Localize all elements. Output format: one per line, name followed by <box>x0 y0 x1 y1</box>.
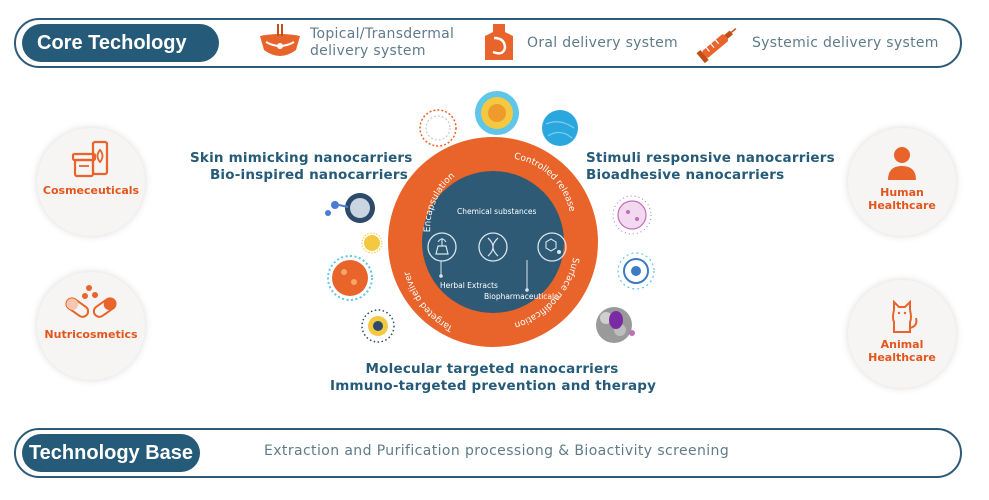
polymer-brush-particle <box>617 252 655 290</box>
nutricosmetics-circle: Nutricosmetics <box>37 272 145 380</box>
topical-delivery-item: Topical/Transdermal delivery system <box>256 20 470 66</box>
technology-base-description: Extraction and Purification processiong … <box>264 443 730 459</box>
core-technology-banner: Core Techology Topical/Transdermal deliv… <box>14 18 962 68</box>
technology-base-title: Technology Base <box>22 434 200 472</box>
chemical-substances-label: Chemical substances <box>457 207 537 216</box>
caption-bio-inspired: Bio-inspired nanocarriers <box>209 167 408 183</box>
systemic-delivery-label: Systemic delivery system <box>752 34 939 51</box>
animal-healthcare-label: Animal Healthcare <box>868 338 936 364</box>
human-healthcare-label: Human Healthcare <box>868 186 936 212</box>
nutricosmetics-label: Nutricosmetics <box>44 328 138 341</box>
oral-delivery-item: Oral delivery system <box>479 20 678 66</box>
core-circle <box>422 171 564 313</box>
cosmeceuticals-label: Cosmeceuticals <box>42 184 140 197</box>
caption-stimuli-responsive: Stimuli responsive nanocarriers <box>586 150 835 166</box>
cat-icon <box>892 299 918 333</box>
dna-icon <box>478 232 508 262</box>
virus-like-particle <box>612 195 652 235</box>
pills-icon <box>65 285 117 318</box>
biopharmaceuticals-label: Biopharmaceuticals <box>484 292 558 301</box>
animal-healthcare-circle: Animal Healthcare <box>848 280 956 388</box>
cosmetic-products-icon <box>71 140 109 178</box>
molecule-icon <box>537 232 567 262</box>
cosmeceuticals-circle: Cosmeceuticals <box>37 128 145 236</box>
spiky-micelle-particle <box>361 309 395 343</box>
caption-skin-mimicking: Skin mimicking nanocarriers <box>190 150 413 166</box>
technology-base-banner: Technology Base Extraction and Purificat… <box>14 428 962 478</box>
topical-delivery-label: Topical/Transdermal delivery system <box>310 26 455 59</box>
stomach-torso-icon <box>485 24 513 60</box>
caption-right: Stimuli responsive nanocarriers Bioadhes… <box>586 150 835 184</box>
lipid-nanoparticle-dark <box>325 193 375 223</box>
skin-layers-icon <box>260 24 300 56</box>
nanosphere-particle-blue <box>542 110 578 146</box>
syringe-icon <box>696 28 737 64</box>
human-healthcare-circle: Human Healthcare <box>848 128 956 236</box>
nanocarrier-ring-diagram: Encapsulation Controlled release Surface… <box>300 80 655 347</box>
liposome-particle <box>419 109 457 147</box>
oral-delivery-label: Oral delivery system <box>527 34 678 51</box>
caption-bioadhesive: Bioadhesive nanocarriers <box>586 167 785 183</box>
person-icon <box>888 147 916 180</box>
caption-immuno-targeted: Immuno-targeted prevention and therapy <box>330 378 657 394</box>
caption-molecular-targeted: Molecular targeted nanocarriers <box>365 361 619 377</box>
core-technology-title: Core Techology <box>22 24 219 62</box>
small-star-particle <box>361 232 383 254</box>
systemic-delivery-item: Systemic delivery system <box>694 20 939 66</box>
protein-cluster-particle <box>596 307 635 343</box>
caption-left: Skin mimicking nanocarriers Bio-inspired… <box>190 150 413 184</box>
caption-bottom: Molecular targeted nanocarriers Immuno-t… <box>330 361 657 395</box>
herbal-extracts-label: Herbal Extracts <box>440 281 498 290</box>
herbal-extract-icon <box>427 232 457 262</box>
micelle-particle-yellow <box>475 91 519 135</box>
dendrimer-particle-orange <box>327 255 373 301</box>
